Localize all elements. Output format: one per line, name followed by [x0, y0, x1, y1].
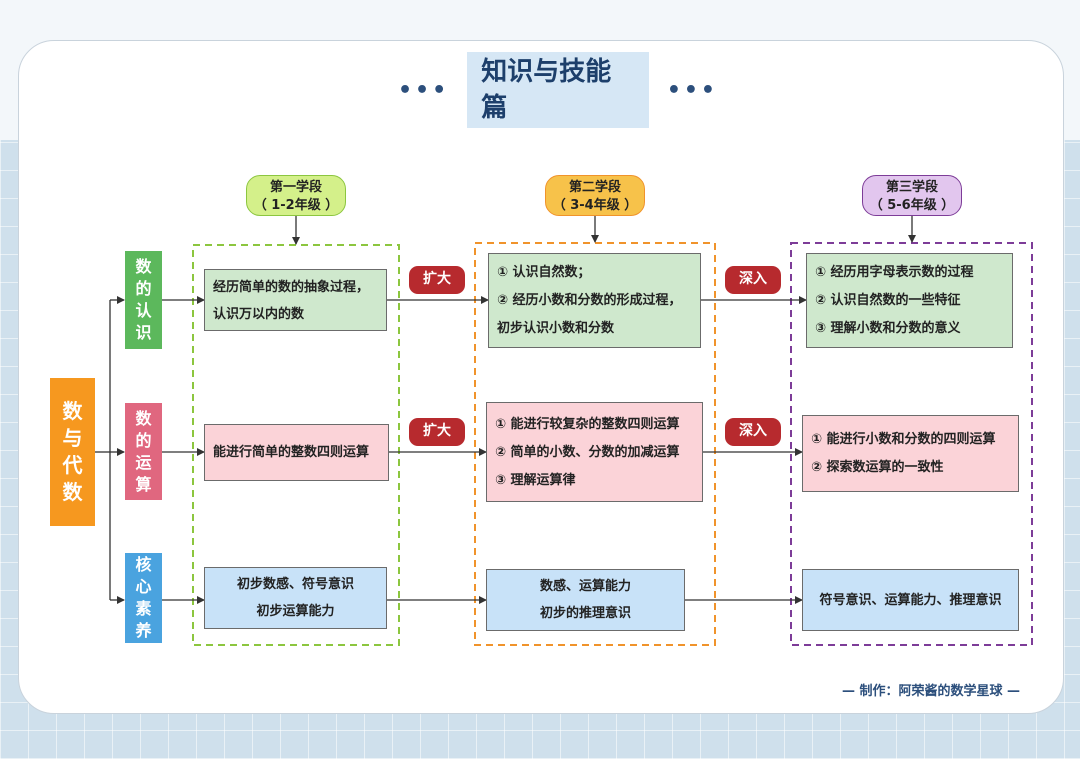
title-dots-right: •••	[666, 77, 718, 103]
stage2-region	[474, 242, 716, 646]
page-title: 知识与技能篇	[467, 52, 649, 128]
stage-name: 第三学段	[885, 180, 938, 195]
stage-header-3: 第三学段 （ 5-6年级 ）	[862, 175, 962, 216]
s3-operation-box: ① 能进行小数和分数的四则运算 ② 探索数运算的一致性	[802, 415, 1019, 492]
stage-grades: （ 5-6年级 ）	[869, 198, 955, 213]
stage-grades: （ 3-4年级 ）	[552, 198, 638, 213]
row-label-core: 核 心 素 养	[125, 553, 162, 643]
s1-operation-box: 能进行简单的整数四则运算	[204, 424, 389, 481]
title-dots-left: •••	[398, 77, 450, 103]
s3-core-box: 符号意识、运算能力、推理意识	[802, 569, 1019, 631]
stage-header-2: 第二学段 （ 3-4年级 ）	[545, 175, 645, 216]
s1-core-box: 初步数感、符号意识 初步运算能力	[204, 567, 387, 629]
s2-core-box: 数感、运算能力 初步的推理意识	[486, 569, 685, 631]
stage3-region	[790, 242, 1033, 646]
s2-operation-box: ① 能进行较复杂的整数四则运算 ② 简单的小数、分数的加减运算 ③ 理解运算律	[486, 402, 703, 502]
expand-tag-row1: 扩大	[409, 266, 465, 294]
row-label-operation: 数 的 运 算	[125, 403, 162, 500]
title-bar: ••• 知识与技能篇 •••	[398, 52, 718, 128]
row-label-recognition: 数 的 认 识	[125, 251, 162, 349]
expand-tag-row2: 扩大	[409, 418, 465, 446]
stage-header-1: 第一学段 （ 1-2年级 ）	[246, 175, 346, 216]
s3-recognition-box: ① 经历用字母表示数的过程 ② 认识自然数的一些特征 ③ 理解小数和分数的意义	[806, 253, 1013, 348]
stage1-region	[192, 244, 400, 646]
deepen-tag-row1: 深入	[725, 266, 781, 294]
deepen-tag-row2: 深入	[725, 418, 781, 446]
root-label: 数 与 代 数	[50, 378, 95, 526]
stage-name: 第二学段	[568, 180, 621, 195]
stage-grades: （ 1-2年级 ）	[253, 198, 339, 213]
stage-name: 第一学段	[269, 180, 322, 195]
s1-recognition-box: 经历简单的数的抽象过程， 认识万以内的数	[204, 269, 387, 331]
s2-recognition-box: ① 认识自然数； ② 经历小数和分数的形成过程， 初步认识小数和分数	[488, 253, 701, 348]
footer-credit: — 制作：阿荣酱的数学星球 —	[841, 684, 1020, 699]
